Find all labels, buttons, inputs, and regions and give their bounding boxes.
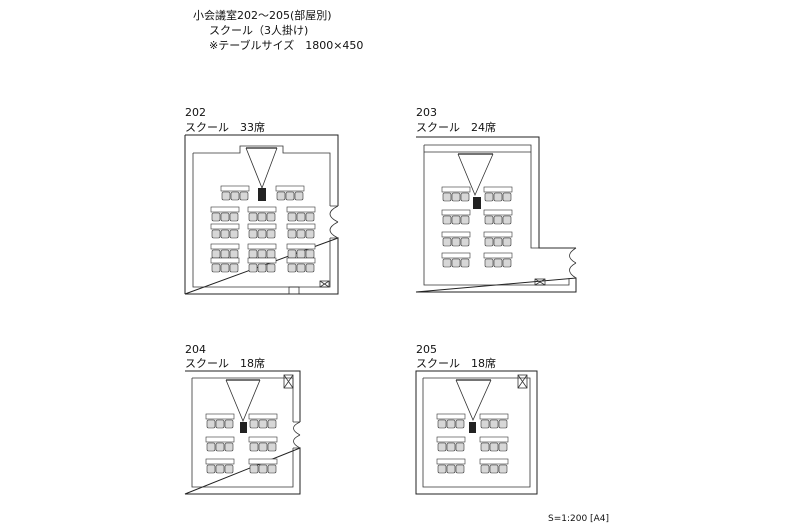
- desk-unit: [483, 252, 513, 268]
- desk-unit: [205, 413, 235, 429]
- table-size-note: ※テーブルサイズ 1800×450: [209, 39, 364, 52]
- desk-unit: [205, 458, 235, 474]
- desk-unit: [436, 458, 466, 474]
- desk-unit: [247, 223, 277, 239]
- room-205-plan: [415, 370, 538, 495]
- desk-unit: [483, 186, 513, 202]
- room-204-layout: スクール 18席: [185, 357, 265, 370]
- desk-unit: [210, 243, 240, 259]
- desk-unit: [210, 206, 240, 222]
- podium-icon: [473, 197, 481, 209]
- desk-unit: [441, 209, 471, 225]
- desk-unit: [436, 413, 466, 429]
- desk-unit: [248, 458, 278, 474]
- room-204-plan: [184, 370, 301, 495]
- desk-unit: [441, 252, 471, 268]
- desk-unit: [441, 231, 471, 247]
- desk-unit: [479, 413, 509, 429]
- room-203-number: 203: [416, 106, 437, 119]
- desk-unit: [436, 436, 466, 452]
- desk-unit: [441, 186, 471, 202]
- desk-unit: [247, 206, 277, 222]
- podium-icon: [240, 422, 247, 433]
- desk-unit: [275, 185, 305, 201]
- desk-unit: [247, 257, 277, 273]
- desk-unit: [479, 458, 509, 474]
- room-202-layout: スクール 33席: [185, 121, 265, 134]
- desk-unit: [483, 209, 513, 225]
- desk-unit: [286, 257, 316, 273]
- desk-unit: [247, 243, 277, 259]
- desk-unit: [483, 231, 513, 247]
- desk-unit: [210, 257, 240, 273]
- room-203-layout: スクール 24席: [416, 121, 496, 134]
- desk-unit: [286, 206, 316, 222]
- room-202-number: 202: [185, 106, 206, 119]
- podium-icon: [258, 188, 266, 201]
- desk-unit: [248, 413, 278, 429]
- desk-unit: [248, 436, 278, 452]
- desk-unit: [286, 243, 316, 259]
- podium-icon: [469, 422, 476, 433]
- room-204-number: 204: [185, 343, 206, 356]
- desk-unit: [479, 436, 509, 452]
- layout-type-note: スクール（3人掛け): [209, 24, 309, 37]
- room-205-layout: スクール 18席: [416, 357, 496, 370]
- room-203-plan: [415, 136, 577, 293]
- room-205-number: 205: [416, 343, 437, 356]
- desk-unit: [286, 223, 316, 239]
- sheet-title: 小会議室202～205(部屋別): [193, 9, 332, 22]
- scale-label: S=1:200 [A4]: [548, 514, 609, 524]
- desk-unit: [210, 223, 240, 239]
- desk-unit: [205, 436, 235, 452]
- desk-unit: [220, 185, 250, 201]
